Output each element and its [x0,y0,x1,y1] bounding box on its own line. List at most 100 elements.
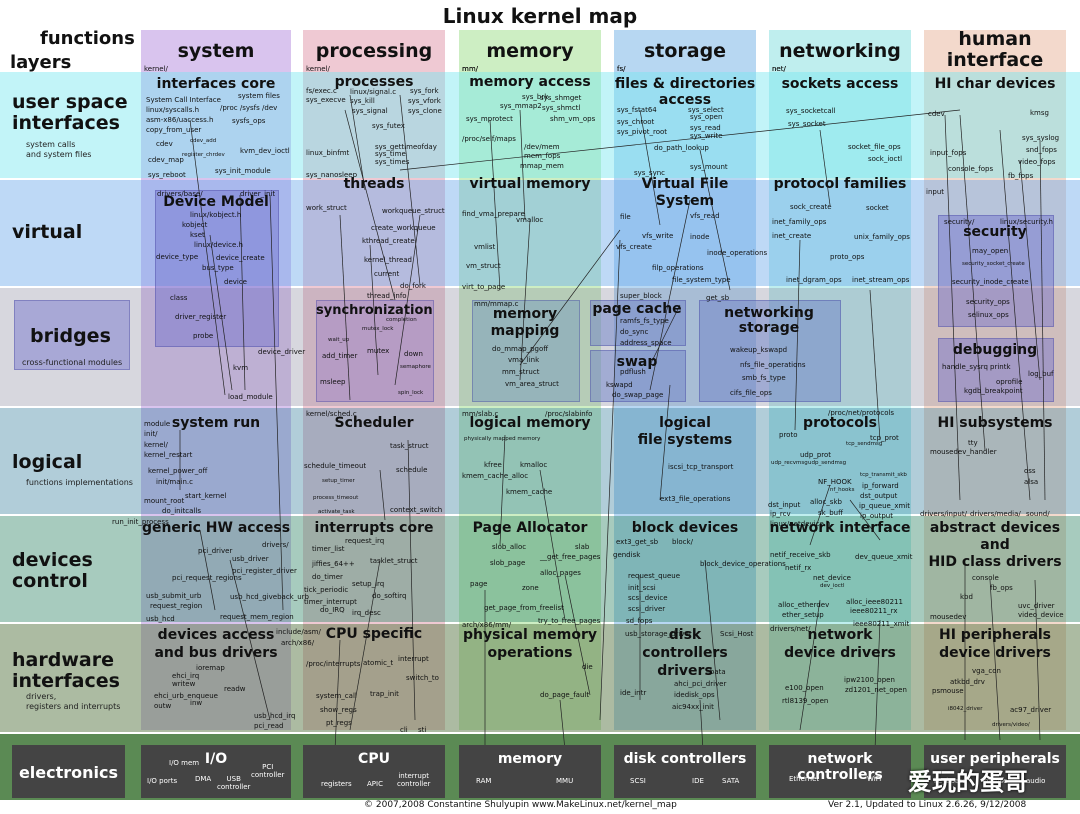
symbol-system: readw [224,685,246,693]
symbol-processing: spin_lock [398,390,424,396]
column-header-system: system [177,40,255,62]
symbol-system: device [224,278,247,286]
cell-debugging: debugging [952,342,1038,358]
symbol-memory: kmalloc [520,461,548,469]
symbol-storage: do_path_lookup [654,144,709,152]
cell-device-model: Device Model [163,194,269,210]
symbol-system: mount_root [144,497,185,505]
symbol-processing: mutex_lock [362,326,394,332]
symbol-system: pci_request_regions [172,574,242,582]
symbol-networking: socket_file_ops [848,143,901,151]
symbol-processing: do_timer [312,573,343,581]
cell-logical-memory: logical memory [469,415,591,431]
electronics-memory-title: memory [497,751,563,767]
symbol-networking: ieee80211_xmit [853,620,910,628]
cell-scheduler: Scheduler [334,415,414,431]
symbol-storage: wakeup_kswapd [730,346,788,354]
symbol-system: usb_hcd_giveback_urb [230,593,309,601]
symbol-system: sys_reboot [148,171,186,179]
symbol-processing: linux_binfmt [306,149,350,157]
cell-logical-fs: logical file systems [637,415,733,448]
symbol-human: security_socket_create [962,261,1025,267]
symbol-processing: do_IRQ [320,606,345,614]
symbol-processing: interrupt [398,655,429,663]
symbol-processing: activate_task [318,509,355,515]
cell-interrupts-core: interrupts core [314,520,434,536]
symbol-storage: vfs_write [642,232,674,240]
cell-system-run: system run [171,415,261,431]
electronics-disk: disk controllers SCSI IDE SATA [614,745,756,798]
symbol-networking: e100_open [785,684,824,692]
symbol-processing: kernel_thread [364,256,412,264]
symbol-memory: vmalloc [516,216,544,224]
symbol-human: snd_fops [1026,146,1057,154]
symbol-system: sysfs_ops [232,117,266,125]
symbol-memory: kmem_cache_alloc [462,472,529,480]
symbol-processing: semaphore [400,364,431,370]
symbol-processing: setup_timer [322,478,355,484]
corner-functions: functions [40,28,135,49]
symbol-system: init/ [144,430,158,438]
symbol-system: driver_init [240,190,276,198]
symbol-networking: dst_input [768,501,801,509]
symbol-system: drivers/ [262,541,289,549]
symbol-networking: sys_socketcall [786,107,836,115]
symbol-system: system files [238,92,280,100]
symbol-human: handle_sysrq [942,363,988,371]
symbol-networking: inet_create [772,232,812,240]
user-keyboard: keyboard [934,777,967,785]
column-header-human-interface: human interface [946,28,1044,71]
symbol-human: sound/ [1026,510,1050,518]
symbol-processing: wait_up [328,337,350,343]
electronics-label-box: electronics [12,745,125,798]
symbol-system: sys_init_module [215,167,271,175]
symbol-storage: usb_storage_driver [625,630,692,638]
io-dma: DMA [195,775,212,783]
cell-block-devices: block devices [631,520,739,536]
symbol-system: copy_from_user [146,126,202,134]
symbol-processing: sys_times [375,158,410,166]
symbol-human: atkbd_drv [950,678,985,686]
symbol-memory: do_mmap_pgoff [492,345,549,353]
symbol-system: inw [190,699,203,707]
symbol-storage: ahci_pci_driver [674,680,727,688]
symbol-memory: mm/slab.c [462,410,499,418]
symbol-system: linux/kobject.h [190,211,242,219]
symbol-storage: ide_intr [620,689,647,697]
symbol-system: writew [172,680,196,688]
symbol-storage: cifs_file_ops [730,389,772,397]
symbol-networking: /proc/net/protocols [828,409,895,417]
symbol-memory: get_page_from_freelist [484,604,564,612]
symbol-networking: netif_receive_skb [770,551,831,559]
symbol-networking: inet_dgram_ops [786,276,842,284]
symbol-system: usb_hcd [146,615,175,623]
symbol-human: sys_syslog [1022,134,1060,142]
symbol-human: may_open [972,247,1009,255]
cell-synchronization: synchronization [316,303,433,318]
symbol-networking: inet_stream_ops [852,276,910,284]
symbol-human: security/ [944,218,975,226]
symbol-storage: inode_operations [707,249,768,257]
symbol-storage: sys_select [688,106,724,114]
symbol-memory: slob_alloc [492,543,527,551]
symbol-networking: ip_forward [862,482,899,490]
cell-hi-char: HI char devices [934,76,1056,92]
cell-virtual-memory: virtual memory [469,176,591,192]
symbol-networking: dev_queue_xmit [855,553,913,561]
symbol-networking: rtl8139_open [782,697,829,705]
cell-page-cache: page cache [592,301,682,317]
symbol-human: security_ops [966,298,1010,306]
symbol-storage: kswapd [606,381,633,389]
symbol-system: pci_driver [198,547,233,555]
cell-swap: swap [616,354,658,370]
symbol-memory: physically mapped memory [464,436,541,442]
cell-processes: processes [334,74,414,90]
networking-storage-box [699,300,841,402]
symbol-processing: tick_periodic [304,586,349,594]
net-ethernet: Ethernet [789,775,820,783]
symbol-system: kvm_dev_ioctl [240,147,290,155]
layer-hardware-interfaces: hardware interfaces [12,649,120,692]
symbol-networking: alloc_etherdev [778,601,830,609]
layer-bridges: bridges [30,325,111,347]
symbol-system: ehci_urb_enqueue [154,692,218,700]
